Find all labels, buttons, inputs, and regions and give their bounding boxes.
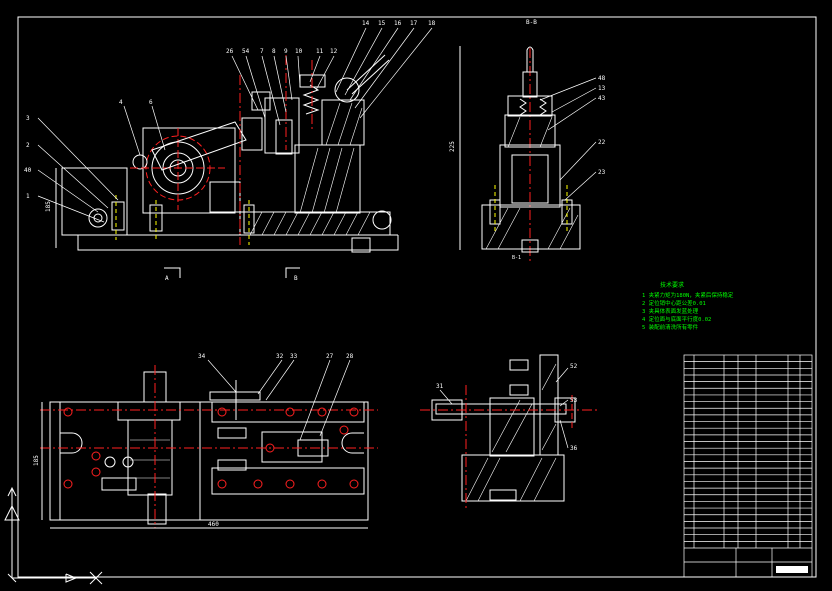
balloons-small: 31 52 53 36 xyxy=(436,363,578,452)
front-view: 185 A B xyxy=(45,54,399,282)
balloon: 4 xyxy=(119,99,123,106)
balloon: 9 xyxy=(284,48,288,55)
balloon: 10 xyxy=(295,48,303,55)
detail-section-view xyxy=(420,354,600,510)
balloon: 26 xyxy=(226,48,234,55)
balloon: 28 xyxy=(346,353,354,360)
balloon: 40 xyxy=(24,167,32,174)
balloon: 31 xyxy=(436,383,444,390)
tech-note: 2 定位销中心距公差0.01 xyxy=(642,299,706,307)
balloon: 8 xyxy=(272,48,276,55)
balloon: 23 xyxy=(598,169,606,176)
plan-view: 460 185 xyxy=(33,365,378,529)
title-block xyxy=(683,354,813,578)
technical-requirements: 技术要求 1 夹紧力矩为180N，夹紧后保持稳定 2 定位销中心距公差0.01 … xyxy=(642,281,734,331)
section-label: B-B xyxy=(526,19,537,26)
balloon: 32 xyxy=(276,353,284,360)
tech-note: 3 夹具体表面发蓝处理 xyxy=(642,307,699,315)
tech-title: 技术要求 xyxy=(660,281,684,289)
view-label-b: B xyxy=(294,275,298,282)
leader-lines-plan xyxy=(207,359,351,441)
tech-note: 1 夹紧力矩为180N，夹紧后保持稳定 xyxy=(642,291,734,299)
dim-height-main: 185 xyxy=(45,201,52,212)
balloon: 18 xyxy=(428,20,436,27)
tech-note: 4 定位面与底面平行度0.02 xyxy=(642,315,711,323)
balloon: 2 xyxy=(26,142,30,149)
leader-lines-side xyxy=(539,77,597,201)
dim-width-plan: 460 xyxy=(208,521,219,528)
side-section-view: B-B 225 B-1 xyxy=(449,19,581,262)
balloon: 17 xyxy=(410,20,418,27)
dim-height-plan: 185 xyxy=(33,455,40,466)
balloons-top: 26 54 7 8 9 10 11 12 14 15 16 17 18 3 2 … xyxy=(24,20,436,200)
balloon: 53 xyxy=(570,397,578,404)
tech-note: 5 装配前清洗所有零件 xyxy=(642,323,699,331)
drawing-border xyxy=(17,16,817,578)
dim-height-side: 225 xyxy=(449,141,456,152)
balloon: 1 xyxy=(26,193,30,200)
balloon: 54 xyxy=(242,48,250,55)
view-label-small: B-1 xyxy=(512,255,521,261)
balloon: 36 xyxy=(570,445,578,452)
leader-lines-small xyxy=(439,367,569,449)
balloon: 27 xyxy=(326,353,334,360)
balloon: 15 xyxy=(378,20,386,27)
balloon: 14 xyxy=(362,20,370,27)
balloons-side: 48 13 43 22 23 xyxy=(598,75,606,176)
balloon: 3 xyxy=(26,115,30,122)
ucs-icon xyxy=(4,486,103,585)
leader-lines-top xyxy=(37,27,433,223)
balloon: 16 xyxy=(394,20,402,27)
balloon: 22 xyxy=(598,139,606,146)
balloon: 43 xyxy=(598,95,606,102)
balloon: 11 xyxy=(316,48,324,55)
balloon: 6 xyxy=(149,99,153,106)
balloons-plan: 34 32 33 27 28 xyxy=(198,353,354,360)
balloon: 33 xyxy=(290,353,298,360)
view-label-a: A xyxy=(165,275,169,282)
balloon: 34 xyxy=(198,353,206,360)
balloon: 12 xyxy=(330,48,338,55)
balloon: 7 xyxy=(260,48,264,55)
balloon: 13 xyxy=(598,85,606,92)
balloon: 52 xyxy=(570,363,578,370)
balloon: 48 xyxy=(598,75,606,82)
